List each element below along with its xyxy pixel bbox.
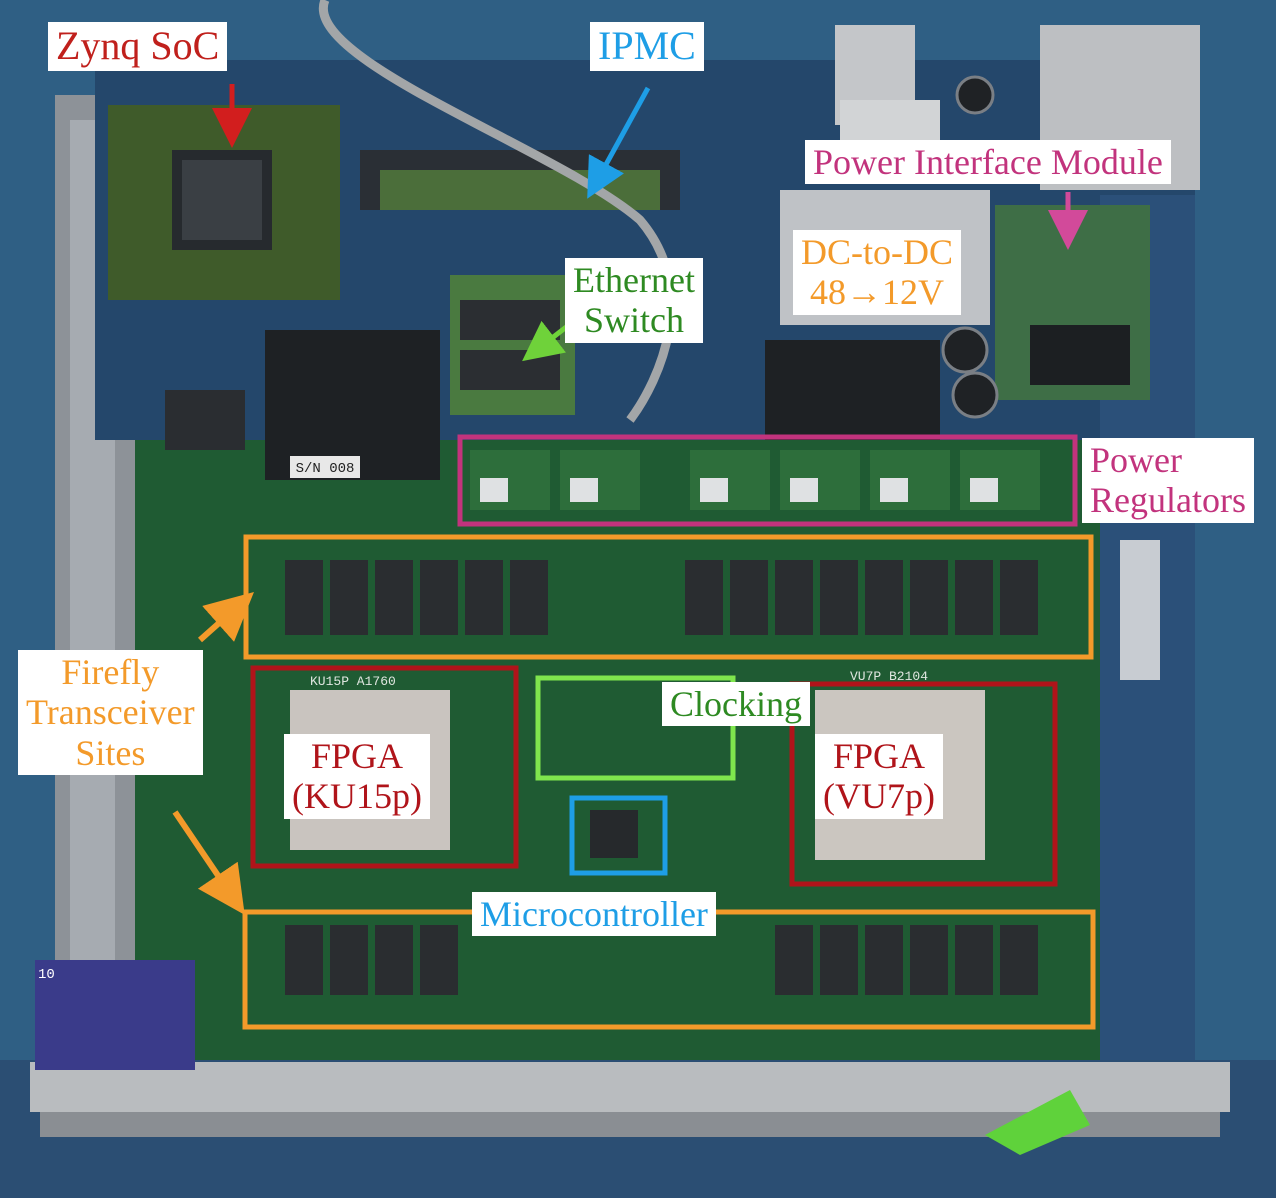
fpga-right-line2: (VU7p) (823, 776, 935, 817)
fpga-left-line1: FPGA (310, 736, 404, 776)
firefly-arrow-bottom (172, 810, 245, 915)
serial-number-text: S/N 008 (296, 461, 355, 477)
power-regulators-line2: Regulators (1090, 480, 1246, 521)
dcdc-label-line2: 48→12V (810, 272, 944, 313)
fpga-right-line1: FPGA (832, 736, 926, 776)
microcontroller-box (569, 795, 668, 876)
ipmc-label: IPMC (590, 22, 704, 71)
ethernet-switch-label: Ethernet Switch (565, 258, 703, 343)
clocking-box (535, 675, 736, 781)
ipmc-arrow (587, 86, 651, 199)
power-regulators-box (457, 434, 1078, 527)
front-panel-handle (30, 1062, 1230, 1112)
firefly-line1: Firefly (61, 652, 160, 692)
fpga-vu7p-label: FPGA (VU7p) (815, 734, 943, 819)
firefly-arrow-top (198, 592, 254, 643)
firefly-line2: Transceiver (26, 692, 195, 733)
microcontroller-chip (590, 810, 638, 858)
fpga-right-silkscreen: VU7P B2104 (850, 669, 928, 684)
ethernet-label-line2: Switch (583, 300, 684, 341)
microcontroller-label: Microcontroller (472, 892, 716, 937)
connector-left (265, 330, 440, 480)
slot-card (35, 960, 195, 1070)
connector-right (765, 340, 940, 440)
fpga-left-silkscreen: KU15P A1760 (310, 674, 396, 689)
ethernet-switch-module (450, 275, 575, 415)
power-regulators-line1: Power (1090, 440, 1182, 480)
fpga-ku15p-label: FPGA (KU15p) (284, 734, 430, 819)
dcdc-label-line1: DC-to-DC (801, 232, 953, 272)
power-interface-label: Power Interface Module (805, 140, 1171, 185)
slot-number-text: 10 (38, 967, 55, 983)
ethernet-label-line1: Ethernet (573, 260, 695, 300)
fpga-ku15p-box (250, 665, 519, 869)
fpga-vu7p-box (789, 681, 1058, 887)
power-regulators-label: Power Regulators (1082, 438, 1254, 523)
dcdc-label: DC-to-DC 48→12V (793, 230, 961, 315)
firefly-line3: Sites (75, 732, 146, 773)
firefly-label: Firefly Transceiver Sites (18, 650, 203, 775)
zynq-label: Zynq SoC (48, 22, 228, 71)
clocking-label: Clocking (662, 682, 810, 727)
fpga-left-line2: (KU15p) (292, 776, 422, 817)
